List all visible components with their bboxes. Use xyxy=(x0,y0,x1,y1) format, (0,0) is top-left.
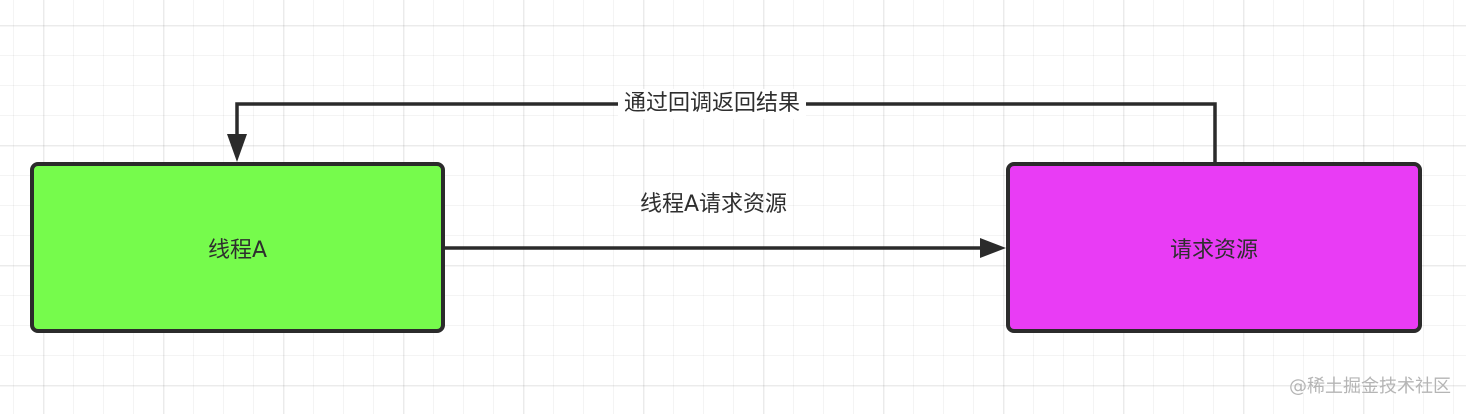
node-request-resource[interactable]: 请求资源 xyxy=(1006,162,1422,333)
arrowhead-down-icon xyxy=(227,134,247,162)
watermark: @稀土掘金技术社区 xyxy=(1289,376,1451,397)
node-thread-a-label: 线程A xyxy=(207,237,268,263)
node-thread-a[interactable]: 线程A xyxy=(30,162,445,333)
edge-request xyxy=(445,238,1006,258)
arrowhead-right-icon xyxy=(980,238,1006,258)
edge-label-request: 线程A请求资源 xyxy=(640,192,788,217)
edge-label-callback: 通过回调返回结果 xyxy=(618,89,807,119)
node-request-resource-label: 请求资源 xyxy=(1169,237,1258,263)
